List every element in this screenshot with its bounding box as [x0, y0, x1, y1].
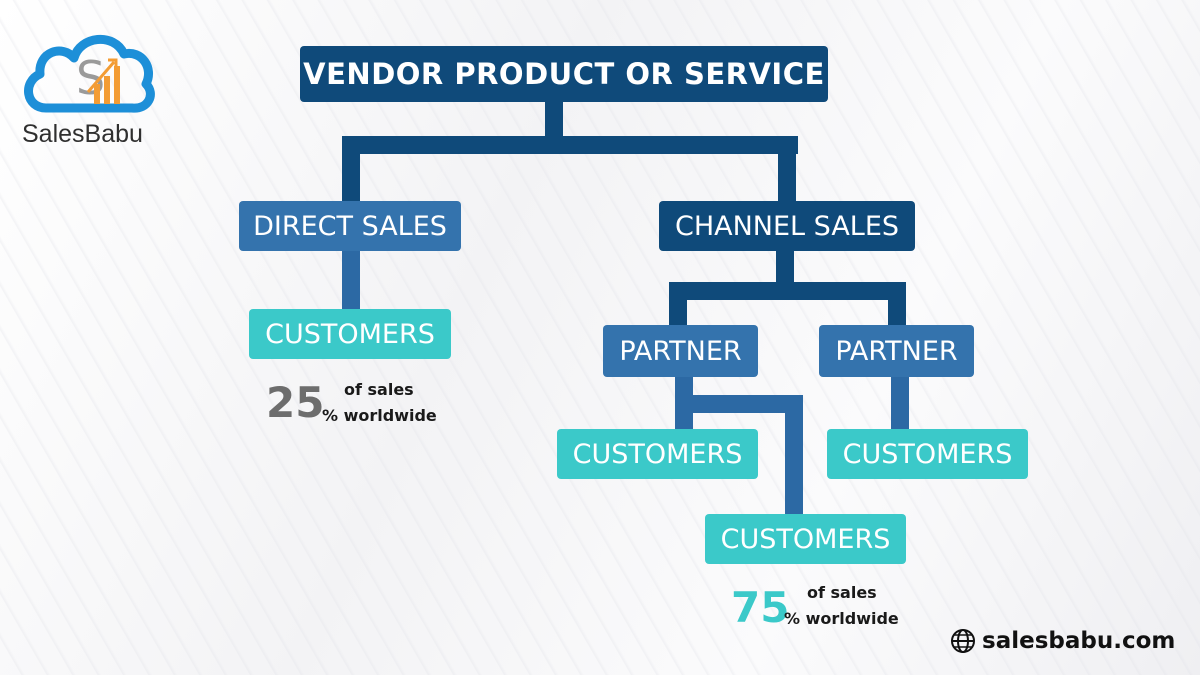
direct-sales-node: DIRECT SALES	[239, 201, 461, 251]
globe-icon	[951, 629, 975, 653]
partner-left-node: PARTNER	[603, 325, 758, 377]
salesbabu-logo: S	[18, 22, 158, 152]
connector-direct-to-customers	[342, 248, 360, 310]
connector-partner-left-branch	[675, 395, 803, 413]
cloud-logo-icon: S	[24, 35, 155, 113]
connector-to-partner-left	[669, 282, 687, 326]
channel-sales-percent-value: 75	[731, 583, 790, 632]
channel-sales-node: CHANNEL SALES	[659, 201, 915, 251]
connector-to-partner-right	[888, 282, 906, 326]
connector-to-lower-customers	[785, 395, 803, 515]
channel-sales-stat-line1: of sales	[807, 583, 877, 602]
partner-right-customers-node: CUSTOMERS	[827, 429, 1028, 479]
direct-sales-stat-line1: of sales	[344, 380, 414, 399]
connector-top-horizontal	[342, 136, 798, 154]
partner-left-customers-lower-node: CUSTOMERS	[705, 514, 906, 564]
connector-to-channel	[778, 136, 796, 202]
connector-channel-down	[776, 248, 794, 288]
direct-customers-node: CUSTOMERS	[249, 309, 451, 359]
website-link[interactable]: salesbabu.com	[950, 628, 1175, 654]
website-url[interactable]: salesbabu.com	[982, 628, 1176, 654]
brand-name: SalesBabu	[22, 120, 143, 148]
connector-partner-horizontal	[669, 282, 906, 300]
partner-left-customers-node: CUSTOMERS	[557, 429, 758, 479]
partner-right-node: PARTNER	[819, 325, 974, 377]
direct-sales-percent-value: 25	[266, 378, 325, 427]
direct-sales-stat-line2: % worldwide	[322, 406, 437, 425]
connector-vendor-down	[545, 100, 563, 142]
vendor-product-node: VENDOR PRODUCT OR SERVICE	[300, 46, 828, 102]
connector-partner-right-down	[891, 375, 909, 431]
channel-sales-stat-line2: % worldwide	[784, 609, 899, 628]
connector-to-direct	[342, 136, 360, 202]
